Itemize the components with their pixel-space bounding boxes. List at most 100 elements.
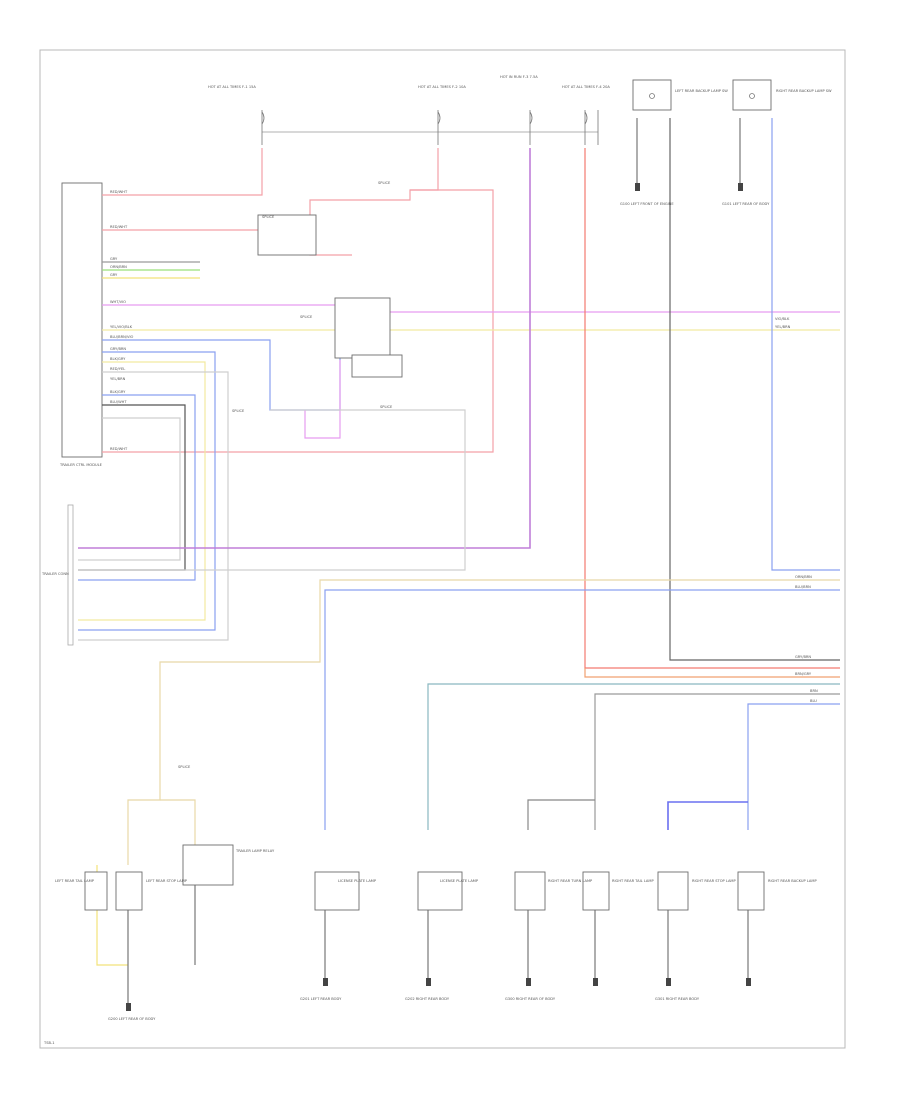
lamp-label: LEFT REAR TAIL LAMP [55, 879, 95, 883]
wire-label: BLK/GRY [110, 357, 126, 361]
page-label: TSB-1 [43, 1041, 55, 1045]
ground-label: G200 LEFT REAR OF BODY [108, 1017, 156, 1021]
wire-label: BLU/WHT [110, 400, 127, 404]
lamp-box [314, 871, 360, 911]
ground-label: G201 LEFT REAR BODY [300, 997, 342, 1001]
wire-label: GRY [110, 257, 118, 261]
wire-gray-5 [594, 693, 840, 830]
wire-label: BRN/GRY [795, 672, 812, 676]
wire-gray-4 [78, 409, 466, 571]
wire-label: YEL/VIO/BLK [110, 325, 133, 329]
wire-blue-3 [78, 394, 196, 581]
lamp-box [514, 871, 546, 911]
fuse-labels: HOT AT ALL TIMES F-1 15A HOT AT ALL TIME… [208, 75, 610, 89]
wire-label: ORN/BRN [110, 265, 127, 269]
lamp-box [417, 871, 463, 911]
lamp-label: LICENSE PLATE LAMP [338, 879, 377, 883]
lamps [84, 844, 765, 911]
lamp-label: LEFT REAR STOP LAMP [146, 879, 188, 883]
splice-box-1 [257, 214, 317, 256]
wire-label: BLK/GRY [110, 390, 126, 394]
ground-icon [426, 978, 431, 986]
wire-blue-2 [78, 351, 216, 631]
wire-label: GRY [110, 273, 118, 277]
ground-icon [526, 978, 531, 986]
wire-gray-2 [78, 371, 229, 641]
wire-tan-1 [159, 579, 840, 745]
fuse-label-4: HOT AT ALL TIMES F-4 20A [562, 85, 610, 89]
wire-label: YEL/BRN [775, 325, 791, 329]
lamp-label: RIGHT REAR TURN LAMP [548, 879, 593, 883]
trailer-control-module [61, 182, 103, 458]
ground-label: G300 RIGHT REAR OF BODY [505, 997, 556, 1001]
wire-label: RED/WHT [110, 225, 128, 229]
wire-label: ORN/BRN [795, 575, 812, 579]
ground-icon [126, 1003, 131, 1011]
wire-label: RED/YEL [110, 367, 125, 371]
trailer-connector [67, 504, 74, 646]
wire-blue-7 [771, 118, 840, 571]
splice-label: SPLICE [262, 215, 275, 219]
wire-tan-3 [160, 799, 196, 845]
wire-yellow-3 [78, 361, 206, 621]
module-label: TRAILER CTRL MODULE [59, 463, 103, 467]
splice-label: SPLICE [178, 765, 191, 769]
wire-gray-6 [527, 799, 595, 830]
wire-label: BLU [810, 699, 817, 703]
wire-teal-1 [427, 683, 840, 830]
ground-label: G100 LEFT FRONT OF ENGINE [620, 202, 674, 206]
ground-icon [666, 978, 671, 986]
switch-icon [649, 93, 655, 99]
wire-tan-2 [127, 745, 161, 865]
left-backup-switch-box [632, 79, 672, 111]
fuse-label-1: HOT AT ALL TIMES F-1 15A [208, 85, 256, 89]
lamp-box [115, 871, 143, 911]
wire-red-4 [102, 189, 494, 453]
wire-violet-2 [304, 360, 341, 439]
lamp-box [657, 871, 689, 911]
wire-orange-1 [584, 668, 840, 678]
ground-icon [635, 183, 640, 191]
lamp-box [582, 871, 610, 911]
ground-icon [323, 978, 328, 986]
wire-label: VIO/BLK [775, 317, 790, 321]
wire-red-1 [102, 148, 263, 196]
wire-blue-5 [747, 703, 840, 830]
ground-label: G101 LEFT REAR OF BODY [722, 202, 770, 206]
wire-label: GRY/BRN [110, 347, 126, 351]
ground-labels: G100 LEFT FRONT OF ENGINE G101 LEFT REAR… [108, 202, 770, 1021]
diagram-frame [39, 49, 846, 1049]
ground-icon [746, 978, 751, 986]
wire-label: RED/WHT [110, 190, 128, 194]
splice-labels: SPLICE SPLICE SPLICE SPLICE SPLICE SPLIC… [178, 181, 393, 769]
right-backup-switch-label: RIGHT REAR BACKUP LAMP SW [776, 89, 832, 93]
wire-blue-6 [667, 801, 748, 830]
lamp-label: RIGHT REAR STOP LAMP [692, 879, 737, 883]
wire-violet-3 [78, 148, 531, 549]
lamp-label: RIGHT REAR BACKUP LAMP [768, 879, 817, 883]
wire-gray-3 [78, 417, 181, 561]
fuse-label-3: HOT IN RUN F-3 7.5A [500, 75, 538, 79]
splice-box-2 [334, 297, 391, 359]
splice-label: SPLICE [380, 405, 393, 409]
wire-black-2 [669, 118, 840, 661]
lamp-label: TRAILER LAMP RELAY [235, 849, 275, 853]
lamp-label: LICENSE PLATE LAMP [440, 879, 479, 883]
splice-box-3 [351, 354, 403, 378]
wire-label: BLU/BRN/VIO [110, 335, 134, 339]
splice-label: SPLICE [378, 181, 391, 185]
fuse-label-2: HOT AT ALL TIMES F-2 10A [418, 85, 466, 89]
wire-label: GRY/BRN [795, 655, 811, 659]
switch-icon [749, 93, 755, 99]
lamp-label: RIGHT REAR TAIL LAMP [612, 879, 654, 883]
ground-icon [593, 978, 598, 986]
lamp-box [182, 844, 234, 886]
lamp-labels: LEFT REAR TAIL LAMP LEFT REAR STOP LAMP … [55, 849, 817, 883]
wire-blue-1 [102, 336, 341, 411]
wire-label: WHT/VIO [110, 300, 126, 304]
wire-label: BLU/BRN [795, 585, 811, 589]
splice-label: SPLICE [232, 409, 245, 413]
splice-label: SPLICE [300, 315, 313, 319]
wire-label: BRN [810, 689, 818, 693]
